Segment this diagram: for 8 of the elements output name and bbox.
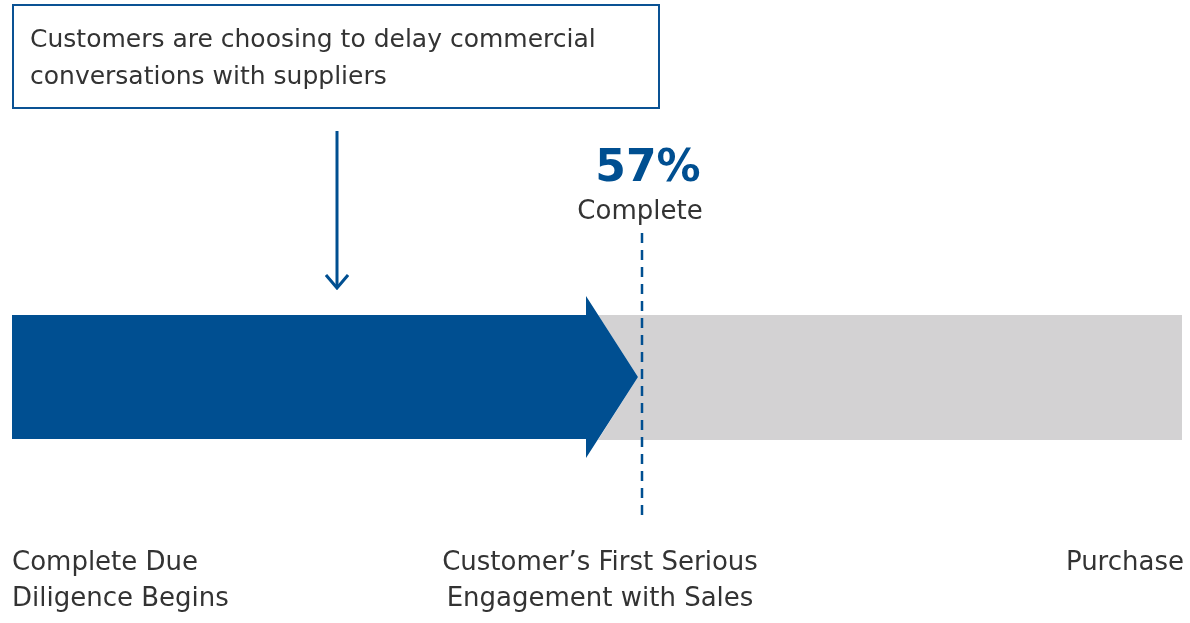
arrow — [324, 131, 350, 290]
progress-arrow-bar — [12, 296, 638, 458]
stage-label: Customer’s First Serious Engagement with Sales — [441, 545, 759, 614]
callout-box: Customers are choosing to delay commercial conversations with suppliers — [12, 4, 660, 109]
milestone-label: Complete — [576, 194, 704, 227]
stage-label: Purchase — [1064, 545, 1184, 578]
stage-label: Complete Due Diligence Begins — [12, 545, 230, 614]
percentage-value: 57% — [594, 140, 702, 192]
